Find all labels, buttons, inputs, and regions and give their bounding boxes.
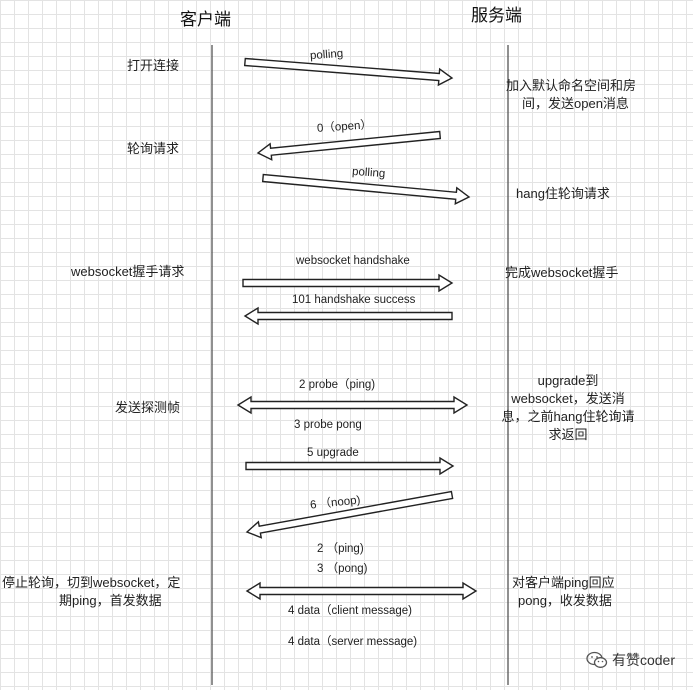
msg-label-data-client: 4 data（client message) [288,605,413,617]
msg-label-polling-1: polling [309,47,344,63]
msg-label-upgrade-5: 5 upgrade [307,447,359,459]
client-note-poll: 轮询请求 [127,141,180,156]
arrow-probe [236,395,469,415]
server-note-ws-done: 完成websocket握手 [505,265,619,280]
wechat-icon [586,651,608,669]
server-header: 服务端 [471,6,522,25]
server-note-upgrade-line4: 求返回 [548,427,588,442]
server-note-hang: hang住轮询请求 [516,186,610,201]
msg-label-pong-3: 3 （pong) [317,563,368,575]
server-note-open-line1: 加入默认命名空间和房 [506,78,637,93]
server-note-open-line2: 间，发送open消息 [522,96,629,111]
server-note-ping-line2: pong，收发数据 [518,593,612,608]
client-note-open: 打开连接 [127,58,180,73]
watermark: 有赞coder [586,650,675,670]
server-note-ping-line1: 对客户端ping回应 [512,575,615,590]
arrow-ping-pong-data [245,581,478,601]
arrow-polling-2 [261,173,471,205]
arrow-ws-handshake [242,273,454,293]
arrow-open-0 [256,130,442,161]
arrow-handshake-success [243,306,453,326]
watermark-text: 有赞coder [611,652,675,668]
arrow-upgrade-5 [245,456,455,476]
client-note-switch-line1: 停止轮询，切到websocket，定 [2,575,181,590]
msg-label-ws-handshake: websocket handshake [296,255,410,267]
msg-label-ping-2: 2 （ping) [317,543,364,555]
server-note-upgrade-line1: upgrade到 [537,373,599,388]
client-header: 客户端 [180,10,231,29]
msg-label-data-server: 4 data（server message) [288,636,418,648]
client-note-ws-handshake: websocket握手请求 [71,264,185,279]
server-note-upgrade-line2: websocket，发送消 [511,391,625,406]
message-arrows [236,57,478,601]
arrow-noop-6 [245,490,454,539]
client-note-probe: 发送探测帧 [115,400,181,415]
msg-label-probe-ping: 2 probe（ping) [299,379,376,391]
msg-label-probe-pong: 3 probe pong [294,419,362,431]
msg-label-polling-2: polling [351,165,386,181]
client-note-switch-line2: 期ping，首发数据 [59,593,162,608]
server-note-upgrade-line3: 息，之前hang住轮询请 [501,409,635,424]
arrow-polling-1 [243,57,454,87]
msg-label-handshake-success: 101 handshake success [292,294,416,306]
